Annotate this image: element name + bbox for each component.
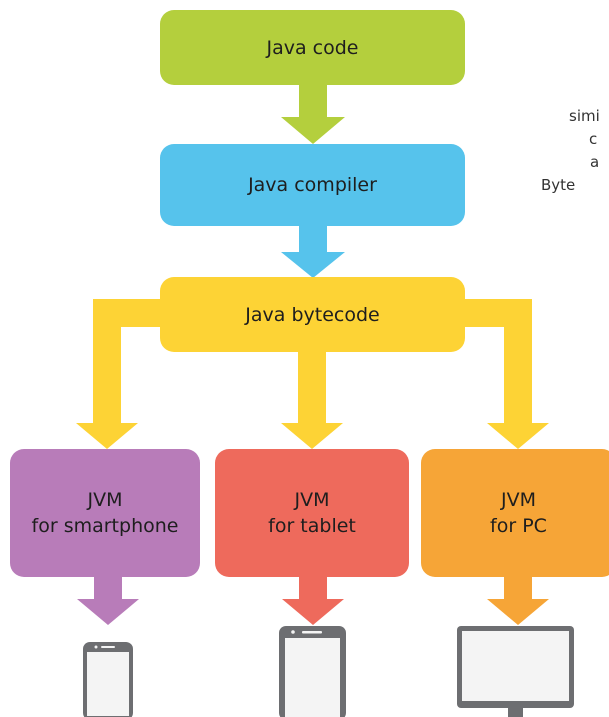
jvm-pc-box: JVM for PC [421,449,609,577]
arrow-bytecode-to-pc [465,299,549,449]
jvm-smartphone-line1: JVM [87,489,123,511]
arrow-jvm-to-smartphone [77,577,139,625]
side-note-line: Byte [541,176,576,194]
jvm-tablet-box: JVM for tablet [215,449,409,577]
java-code-label: Java code [266,36,359,59]
monitor-icon [457,626,574,717]
side-note-line: a [590,153,600,171]
side-note-line: c [589,130,598,148]
jvm-tablet-line2: for tablet [268,515,356,537]
arrow-bytecode-to-smartphone [76,299,160,449]
side-note: simi c a Byte [541,105,609,197]
jvm-smartphone-box: JVM for smartphone [10,449,200,577]
side-note-line: simi [569,107,600,125]
jvm-pc-line2: for PC [490,515,547,537]
arrow-compiler-to-bytecode [281,226,345,278]
tablet-icon [279,626,346,717]
jvm-tablet-line1: JVM [294,489,330,511]
arrow-jvm-to-pc [487,577,549,625]
jvm-pc-line1: JVM [501,489,536,511]
java-compiler-box: Java compiler [160,144,465,226]
java-code-box: Java code [160,10,465,85]
java-compiler-label: Java compiler [248,174,377,196]
smartphone-icon [83,642,133,717]
arrow-code-to-compiler [281,85,345,144]
arrow-bytecode-to-tablet [281,352,343,449]
java-bytecode-label: Java bytecode [245,303,380,326]
java-bytecode-box: Java bytecode [160,277,465,352]
arrow-jvm-to-tablet [282,577,344,625]
jvm-smartphone-line2: for smartphone [31,515,179,537]
